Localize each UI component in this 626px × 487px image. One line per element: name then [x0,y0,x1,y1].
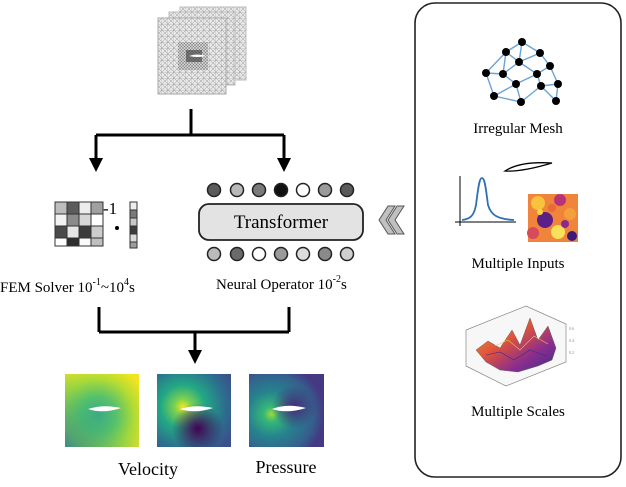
velocity-label: Velocity [118,459,178,479]
transformer-label: Transformer [234,212,329,233]
svg-text:0.6: 0.6 [569,326,574,331]
arrow-head-right [277,158,291,172]
token-row-bottom [206,246,355,262]
transformer-block [198,203,364,241]
irregular-mesh-graph-icon [482,38,562,106]
multiple-scales-label: Multiple Scales [471,404,565,420]
random-field-icon [527,194,578,242]
dot-product-icon [115,226,119,230]
mesh-stack-icon [157,6,247,95]
peak-curve-icon [455,176,516,226]
connector-bottom [97,307,291,352]
svg-text:0.4: 0.4 [569,338,574,343]
connector-top [94,109,286,160]
surface-plot-icon: 0.6 0.4 0.2 [465,305,574,387]
irregular-mesh-label: Irregular Mesh [473,121,563,137]
matrix-icon [54,201,104,247]
velocity-field-1 [65,374,139,447]
arrow-head-left [89,158,103,172]
svg-text:0.2: 0.2 [569,350,574,355]
matrix-inverse-label: -1 [103,199,117,218]
fem-solver-label: FEM Solver 10-1~104s [0,277,135,296]
pressure-field [249,374,324,447]
token-row-top [206,182,355,198]
arrow-head-bottom [188,350,202,364]
neural-operator-label: Neural Operator 10-2s [216,274,347,293]
airfoil-shape-icon [503,162,553,172]
multiple-inputs-label: Multiple Inputs [472,256,565,272]
pressure-label: Pressure [256,457,317,477]
velocity-field-2 [157,374,231,447]
vector-icon [129,201,138,249]
chevron-left-icon [378,205,405,235]
